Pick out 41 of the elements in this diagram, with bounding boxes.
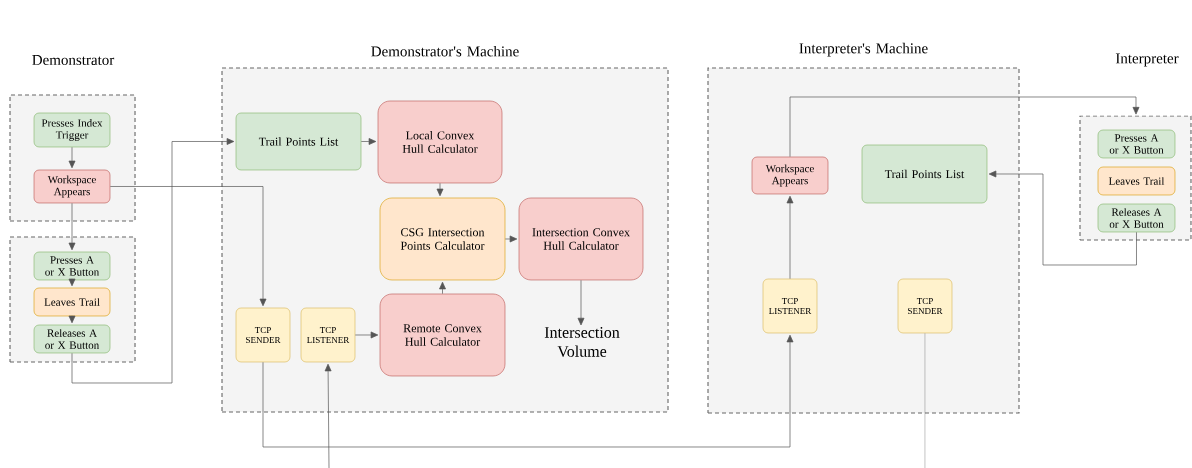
step-box: Presses A or X Button <box>1097 129 1176 159</box>
role-heading: Interpreter <box>1115 53 1179 67</box>
network-box: TCP LISTENER <box>300 307 356 363</box>
arrow <box>988 170 1137 266</box>
process-box: Trail Points List <box>861 144 988 204</box>
arrow <box>360 138 377 145</box>
network-box: TCP SENDER <box>897 278 953 334</box>
network-box: TCP SENDER <box>235 307 291 363</box>
arrow <box>354 331 379 339</box>
process-box: Remote Convex Hull Calculator <box>379 293 506 377</box>
step-box: Workspace Appears <box>751 156 829 195</box>
process-box: CSG Intersection Points Calculator <box>379 197 506 281</box>
result-text: Intersection Volume <box>544 327 620 357</box>
arrow <box>789 96 1140 158</box>
arrow <box>577 279 585 326</box>
arrow <box>439 281 446 295</box>
panel-heading: Interpreter's Machine <box>799 42 928 57</box>
network-box: TCP LISTENER <box>762 278 818 334</box>
step-box: Releases A or X Button <box>1097 203 1176 233</box>
step-box: Leaves Trail <box>1097 166 1176 196</box>
step-box: Workspace Appears <box>33 169 111 204</box>
step-box: Leaves Trail <box>33 287 111 317</box>
step-box: Presses Index Trigger <box>33 112 111 148</box>
arrow <box>436 182 444 197</box>
arrow <box>71 138 235 384</box>
arrow <box>786 195 794 280</box>
arrow <box>504 235 518 243</box>
arrow <box>324 363 332 468</box>
panel-heading: Demonstrator's Machine <box>371 45 519 57</box>
arrow <box>68 315 76 324</box>
process-box: Trail Points List <box>235 112 362 171</box>
arrow <box>68 146 76 169</box>
process-box: Local Convex Hull Calculator <box>377 100 503 184</box>
arrow <box>68 202 76 251</box>
role-heading: Demonstrator <box>32 55 115 65</box>
arrow <box>109 186 267 307</box>
step-box: Presses A or X Button <box>33 251 111 281</box>
arrow <box>68 278 76 287</box>
step-box: Releases A or X Button <box>33 324 111 354</box>
process-box: Intersection Convex Hull Calculator <box>518 197 644 281</box>
arrow <box>262 334 794 448</box>
